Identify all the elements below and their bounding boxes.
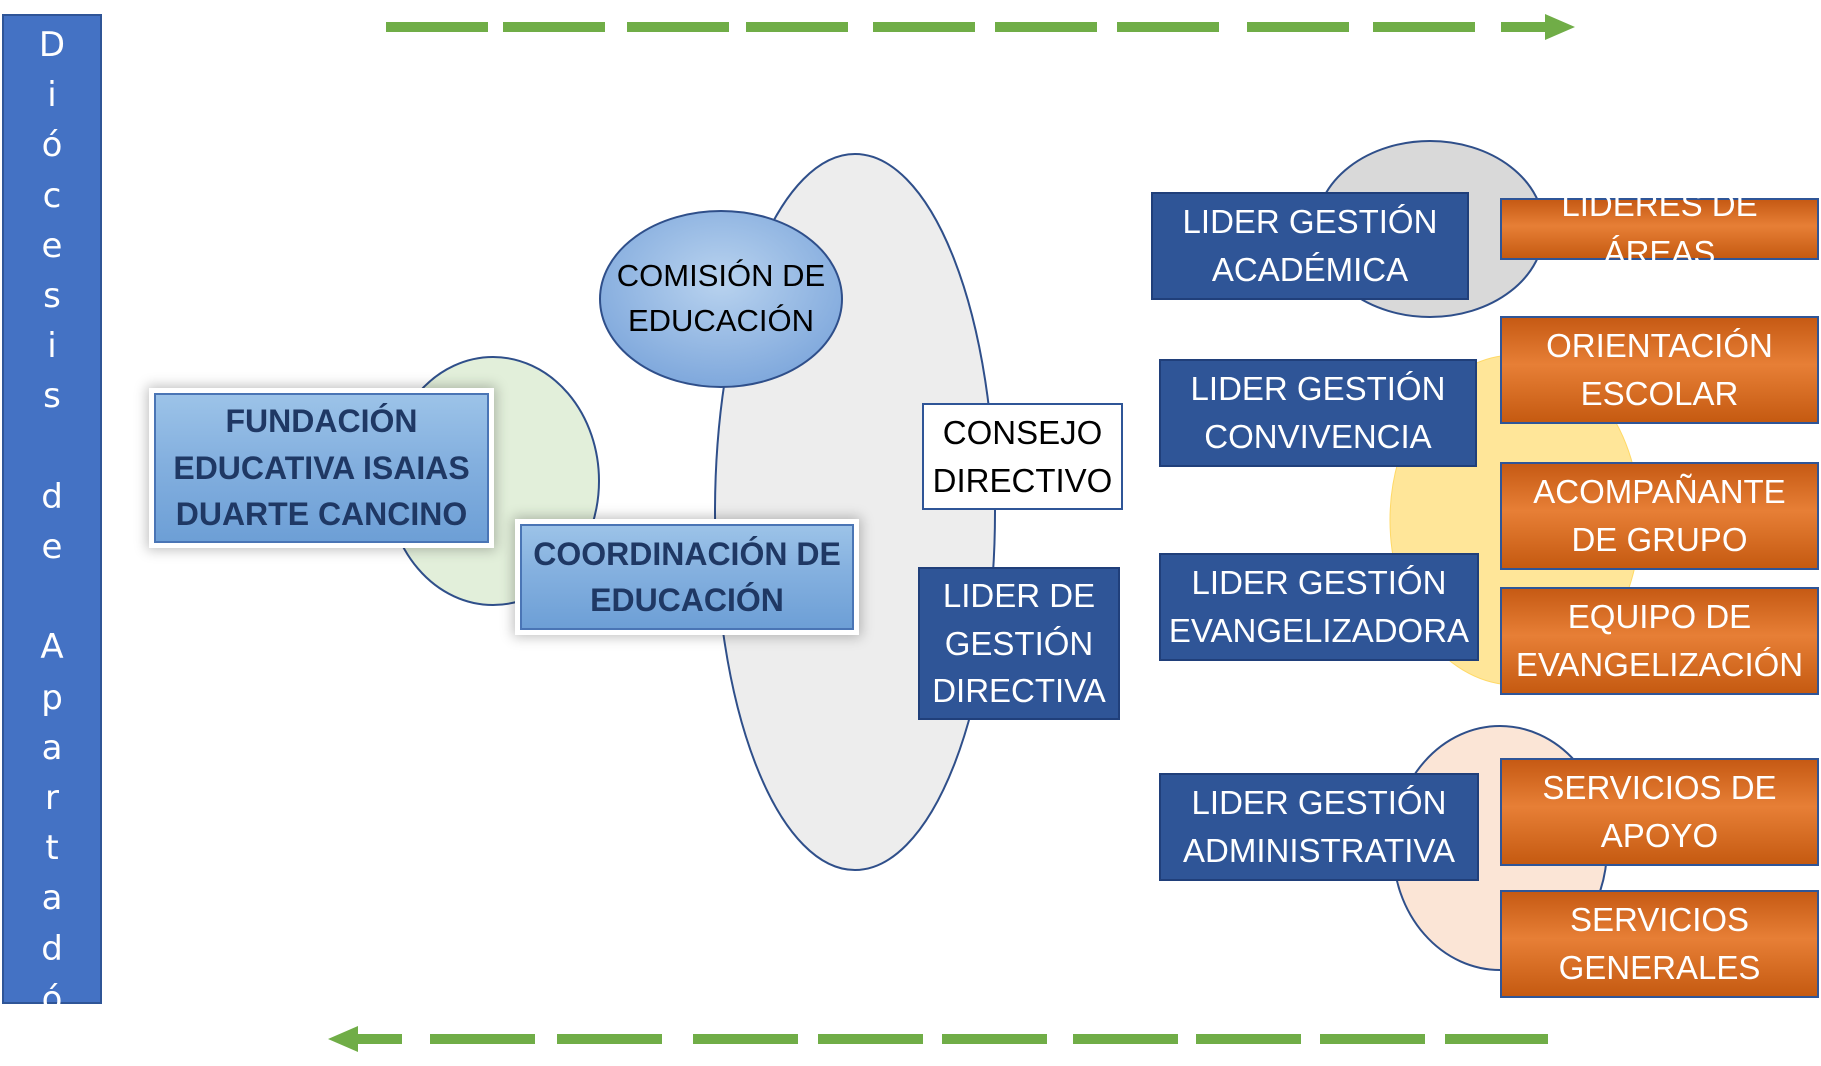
diocese-sidebar: D i ó c e s i s d e A p a r t a d ó xyxy=(2,14,102,1019)
area-leaders-box: LÍDERES DE ÁREAS xyxy=(1500,186,1819,271)
diocese-label: D i ó c e s i s d e A p a r t a d ó xyxy=(38,25,66,1019)
commission-ellipse xyxy=(599,210,843,388)
directive-leader-box: LIDER DE GESTIÓN DIRECTIVA xyxy=(918,567,1120,720)
evangelization-leader-box: LIDER GESTIÓN EVANGELIZADORA xyxy=(1159,553,1479,661)
general-services-box: SERVICIOS GENERALES xyxy=(1500,890,1819,998)
administrative-leader-box: LIDER GESTIÓN ADMINISTRATIVA xyxy=(1159,773,1479,881)
coordination-box: COORDINACIÓN DE EDUCACIÓN xyxy=(520,524,854,630)
foundation-box: FUNDACIÓN EDUCATIVA ISAIAS DUARTE CANCIN… xyxy=(154,393,489,543)
coexistence-leader-box: LIDER GESTIÓN CONVIVENCIA xyxy=(1159,359,1477,467)
evangelization-team-box: EQUIPO DE EVANGELIZACIÓN xyxy=(1500,587,1819,695)
commission-label: COMISIÓN DE EDUCACIÓN xyxy=(616,258,826,338)
top-flow-arrow xyxy=(386,14,1575,40)
group-companion-box: ACOMPAÑANTE DE GRUPO xyxy=(1500,462,1819,570)
academic-leader-box: LIDER GESTIÓN ACADÉMICA xyxy=(1151,192,1469,300)
bottom-flow-arrow xyxy=(328,1026,1548,1052)
school-guidance-box: ORIENTACIÓN ESCOLAR xyxy=(1500,316,1819,424)
support-services-box: SERVICIOS DE APOYO xyxy=(1500,758,1819,866)
council-box: CONSEJO DIRECTIVO xyxy=(922,403,1123,510)
